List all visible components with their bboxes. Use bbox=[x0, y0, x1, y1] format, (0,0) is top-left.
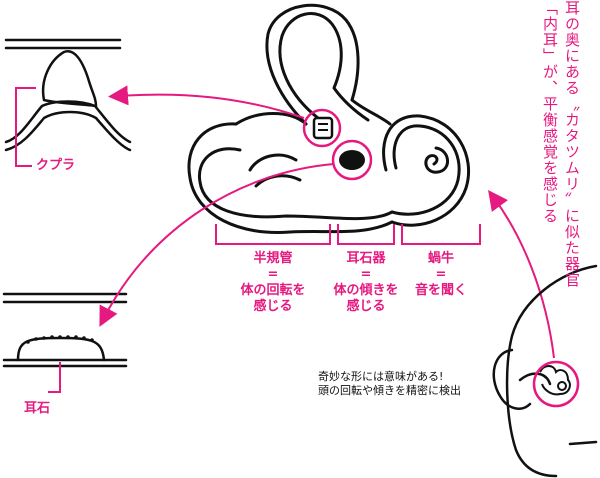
heading-line-1: 耳の奥にある〝カタツムリ〟に似た器官 bbox=[563, 0, 581, 288]
otolith-pointer bbox=[48, 362, 61, 393]
bracket-semicircular-canals bbox=[215, 224, 331, 245]
bracket-otolith-organ bbox=[337, 224, 395, 245]
otolith-organ bbox=[339, 150, 365, 170]
otolith-highlight-ring bbox=[331, 139, 373, 181]
section-name: 耳石器 bbox=[346, 251, 386, 266]
semicircular-canal-ampulla bbox=[312, 116, 334, 140]
head-illustration bbox=[492, 264, 598, 478]
section-desc-line-1: 体の回転を bbox=[240, 283, 306, 298]
head-inner-ear-mini bbox=[539, 365, 571, 396]
section-desc-line-1: 体の傾きを bbox=[333, 283, 399, 298]
section-desc-line-2: 感じる bbox=[253, 299, 293, 314]
section-cochlea: 蝸牛 = 音を聞く bbox=[401, 251, 481, 299]
heading-line-2: 「内耳」が、平衡感覚を感じる bbox=[541, 0, 559, 224]
cupula-illustration bbox=[4, 38, 132, 152]
head-highlight-ring bbox=[532, 360, 580, 408]
section-equals: = bbox=[267, 267, 279, 282]
section-equals: = bbox=[360, 267, 372, 282]
arrow-to-cupula bbox=[108, 85, 305, 119]
otolith-illustration bbox=[2, 292, 128, 368]
otolith-label: 耳石 bbox=[24, 401, 51, 416]
caption-line-1: 奇妙な形には意味がある! bbox=[318, 370, 444, 383]
arrow-to-inner-ear bbox=[488, 189, 555, 359]
section-desc-line-1: 音を聞く bbox=[414, 283, 467, 298]
inner-ear-illustration bbox=[187, 3, 471, 235]
section-desc-line-2: 感じる bbox=[346, 299, 386, 314]
canal-highlight-ring bbox=[302, 108, 342, 148]
cupula-bracket bbox=[15, 87, 36, 167]
section-equals: = bbox=[435, 267, 447, 282]
caption-line-2: 頭の回転や傾きを精密に検出 bbox=[318, 384, 461, 397]
section-name: 蝸牛 bbox=[427, 251, 454, 266]
section-semicircular-canals: 半規管 = 体の回転を 感じる bbox=[223, 251, 323, 315]
otolith-crystals bbox=[26, 335, 94, 344]
caption: 奇妙な形には意味がある! 頭の回転や傾きを精密に検出 bbox=[318, 370, 461, 398]
section-otolith-organ: 耳石器 = 体の傾きを 感じる bbox=[326, 251, 406, 315]
section-name: 半規管 bbox=[253, 251, 293, 266]
cupula-label: クプラ bbox=[36, 158, 76, 173]
bracket-cochlea bbox=[401, 224, 481, 245]
arrow-to-otolith bbox=[99, 163, 335, 327]
